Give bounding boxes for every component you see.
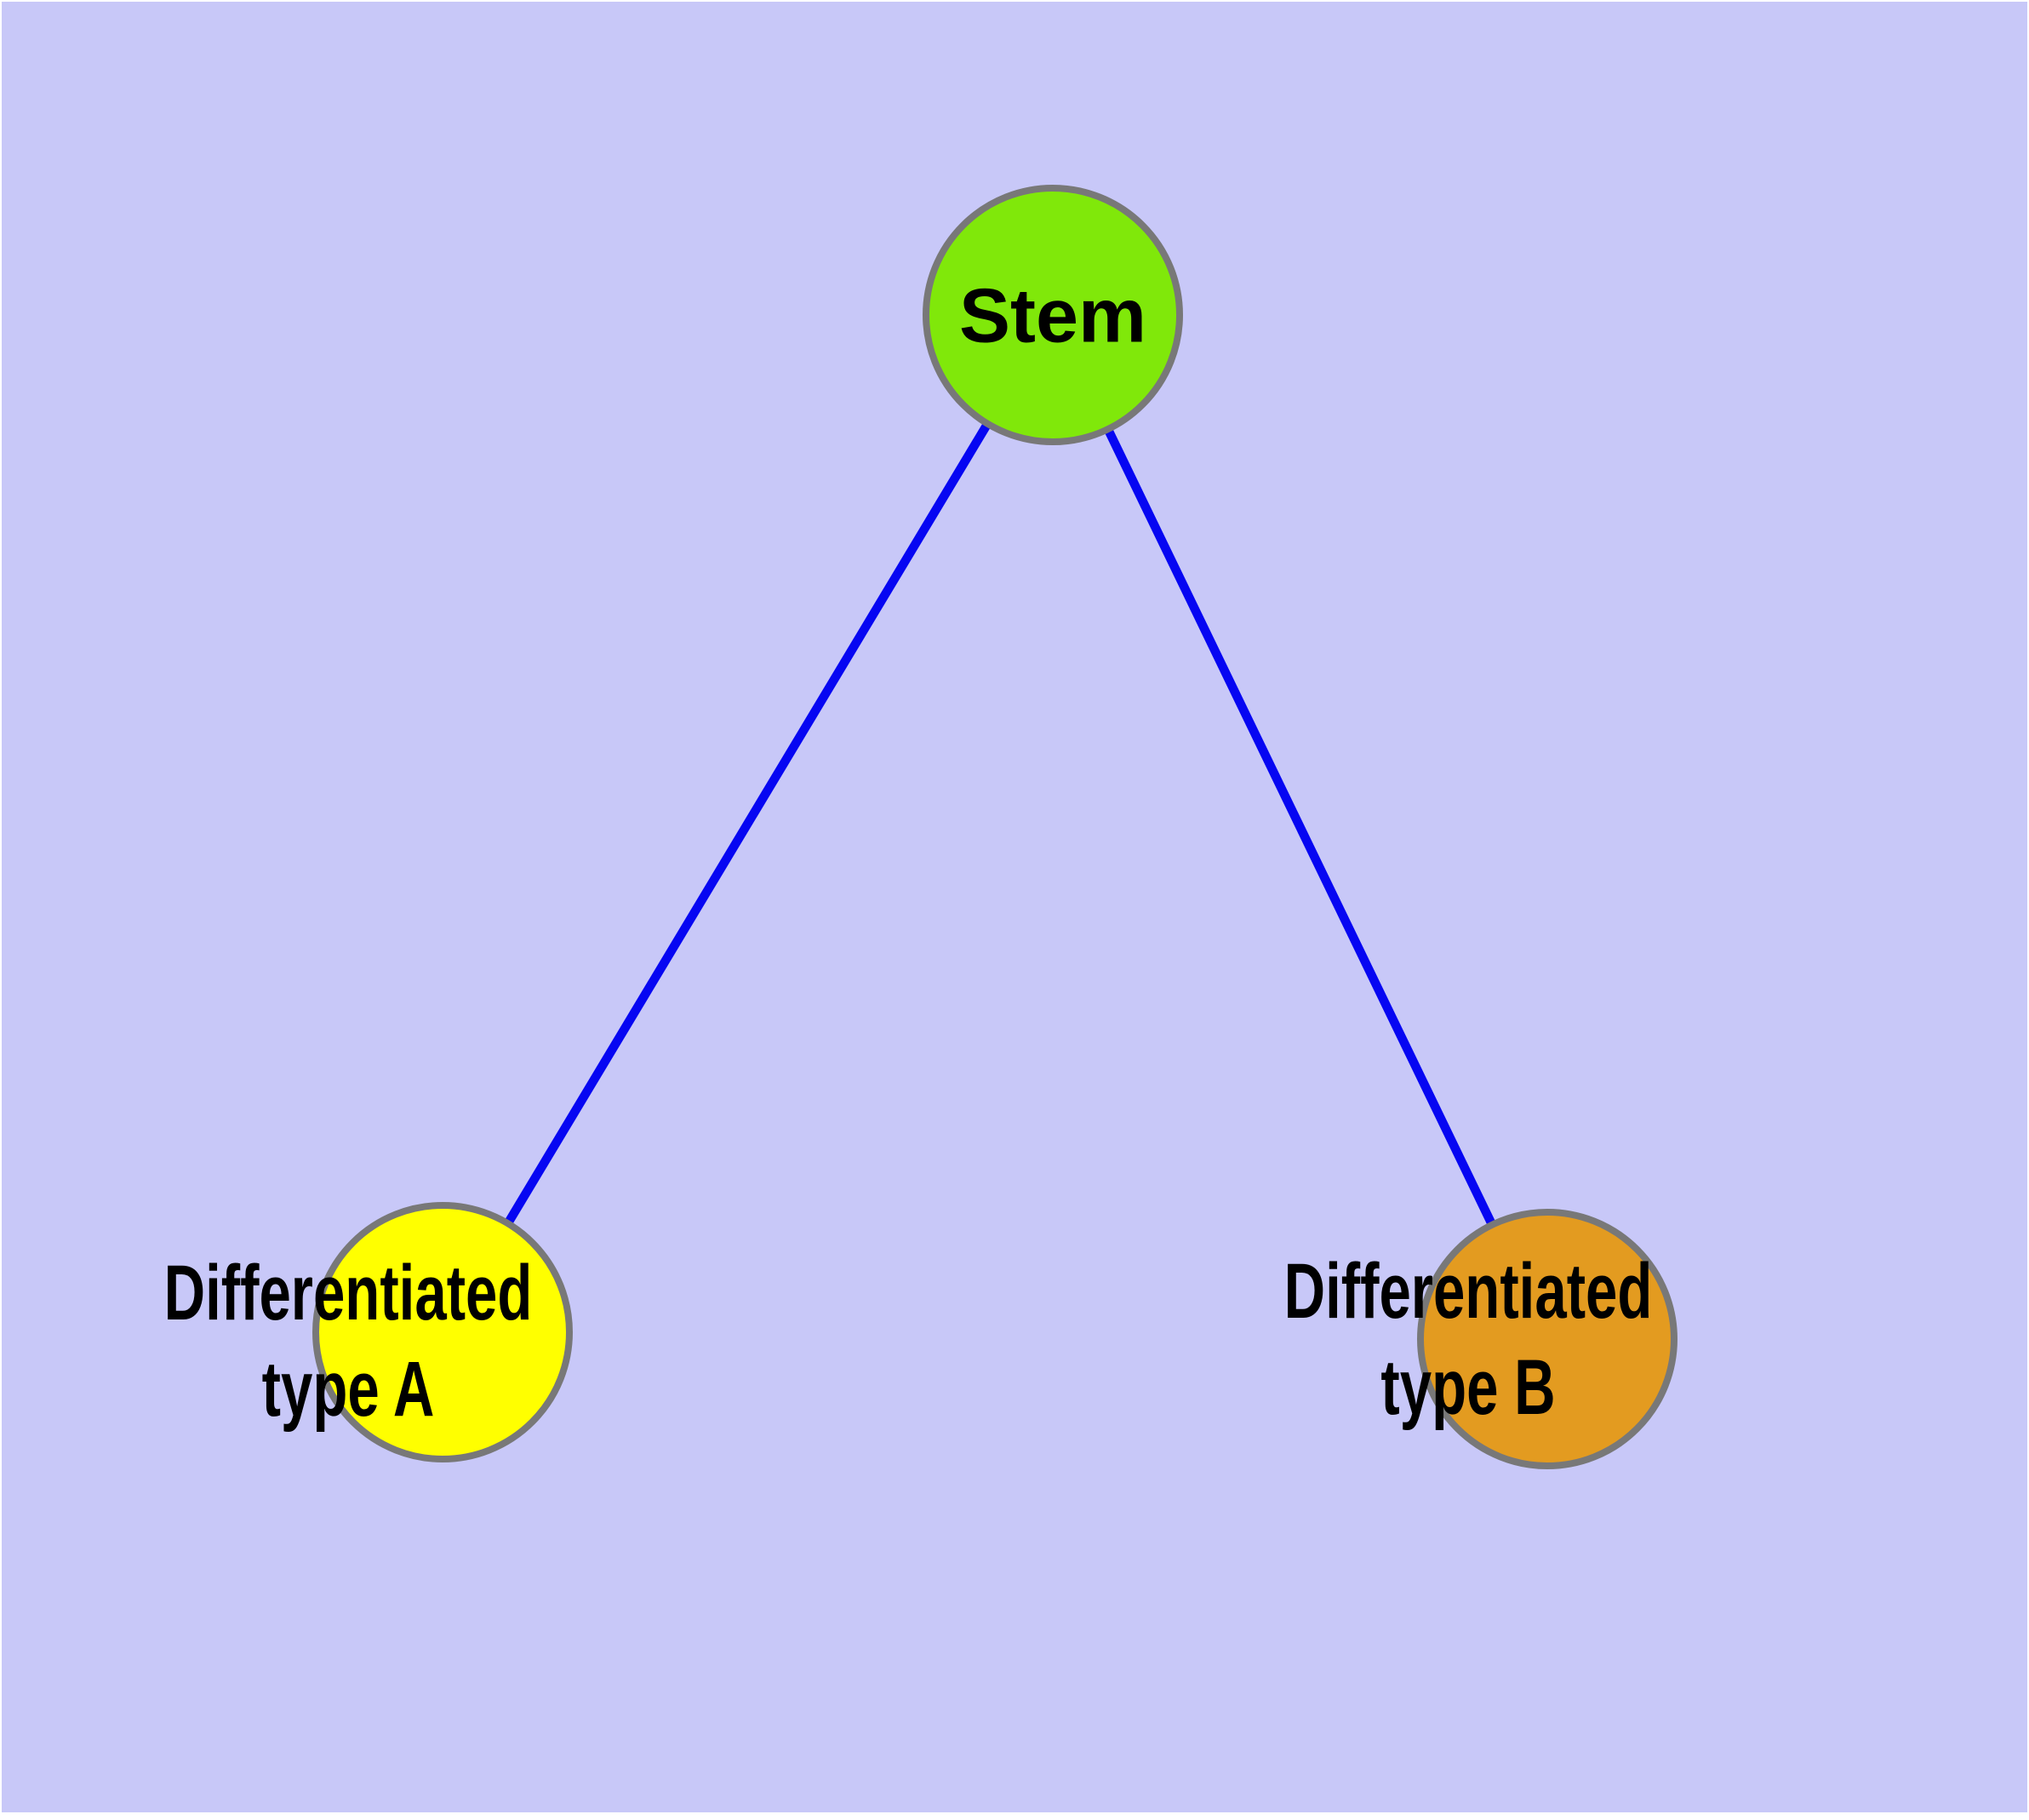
type-b-label-line2: type B	[1380, 1344, 1556, 1431]
type-a-node-label: Differentiated type A	[164, 1245, 533, 1438]
type-b-label-line1: Differentiated	[1283, 1248, 1653, 1335]
stem-node-circle	[923, 185, 1183, 445]
type-a-label-line1: Differentiated	[163, 1250, 533, 1336]
type-b-node-circle	[1417, 1209, 1677, 1469]
edge-stem-to-type-a	[438, 312, 1057, 1335]
edge-stem-to-type-b	[1049, 312, 1552, 1342]
type-a-node-circle	[312, 1202, 573, 1462]
stem-node-label: Stem	[958, 273, 1147, 359]
type-a-label-line2: type A	[261, 1346, 435, 1433]
type-b-node-label: Differentiated type B	[1284, 1244, 1653, 1436]
